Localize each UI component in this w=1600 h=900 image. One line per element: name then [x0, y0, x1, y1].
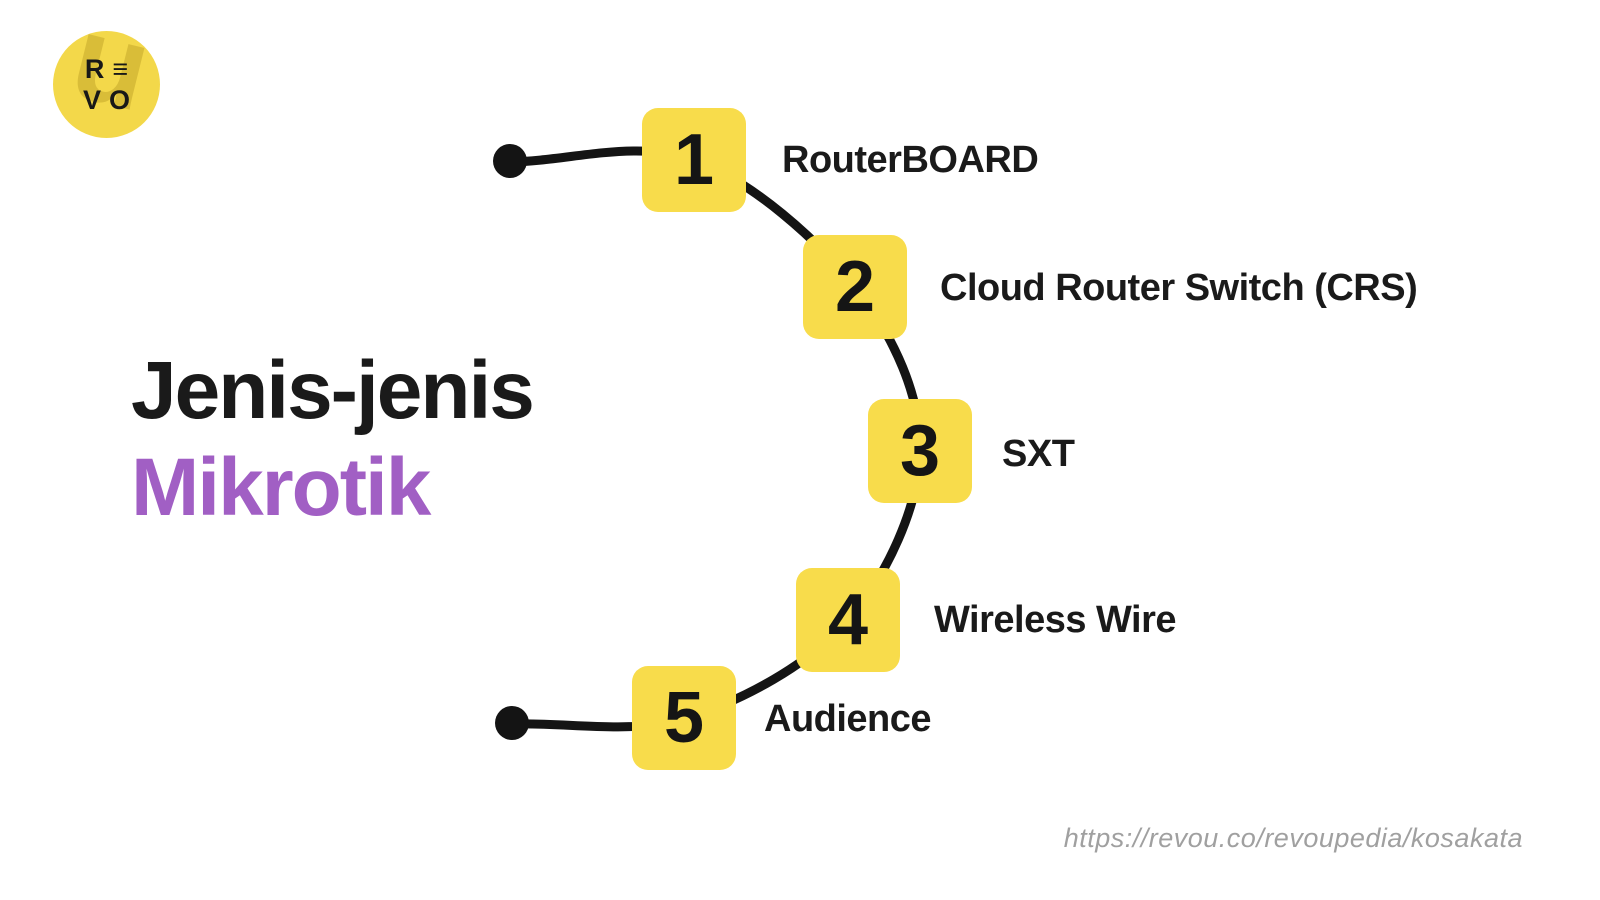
step-number: 5 — [663, 678, 705, 758]
step-number: 2 — [834, 247, 876, 327]
step-badge-2: 2 — [803, 235, 907, 339]
logo-text-line1: R≡ — [84, 53, 137, 84]
title-line2: Mikrotik — [131, 442, 431, 533]
step-label-cloud-router-switch: Cloud Router Switch (CRS) — [940, 267, 1418, 309]
title-line1: Jenis-jenis — [131, 345, 535, 436]
step-label-routerboard: RouterBOARD — [782, 139, 1039, 181]
arc-endpoint-top-icon — [493, 144, 527, 178]
page-title: Jenis-jenis Mikrotik — [131, 342, 535, 536]
revou-logo: u R≡ VO — [53, 31, 160, 138]
step-badge-1: 1 — [642, 108, 746, 212]
footer-url: https://revou.co/revoupedia/kosakata — [1063, 823, 1523, 853]
step-number: 1 — [673, 120, 715, 200]
step-number: 3 — [899, 411, 941, 491]
step-number: 4 — [827, 580, 869, 660]
step-label-sxt: SXT — [1002, 433, 1075, 475]
arc-endpoint-bottom-icon — [495, 706, 529, 740]
step-label-audience: Audience — [764, 698, 932, 740]
step-badge-4: 4 — [796, 568, 900, 672]
logo-text-line2: VO — [82, 84, 138, 115]
step-label-wireless-wire: Wireless Wire — [934, 599, 1177, 641]
step-badge-3: 3 — [868, 399, 972, 503]
step-badge-5: 5 — [632, 666, 736, 770]
